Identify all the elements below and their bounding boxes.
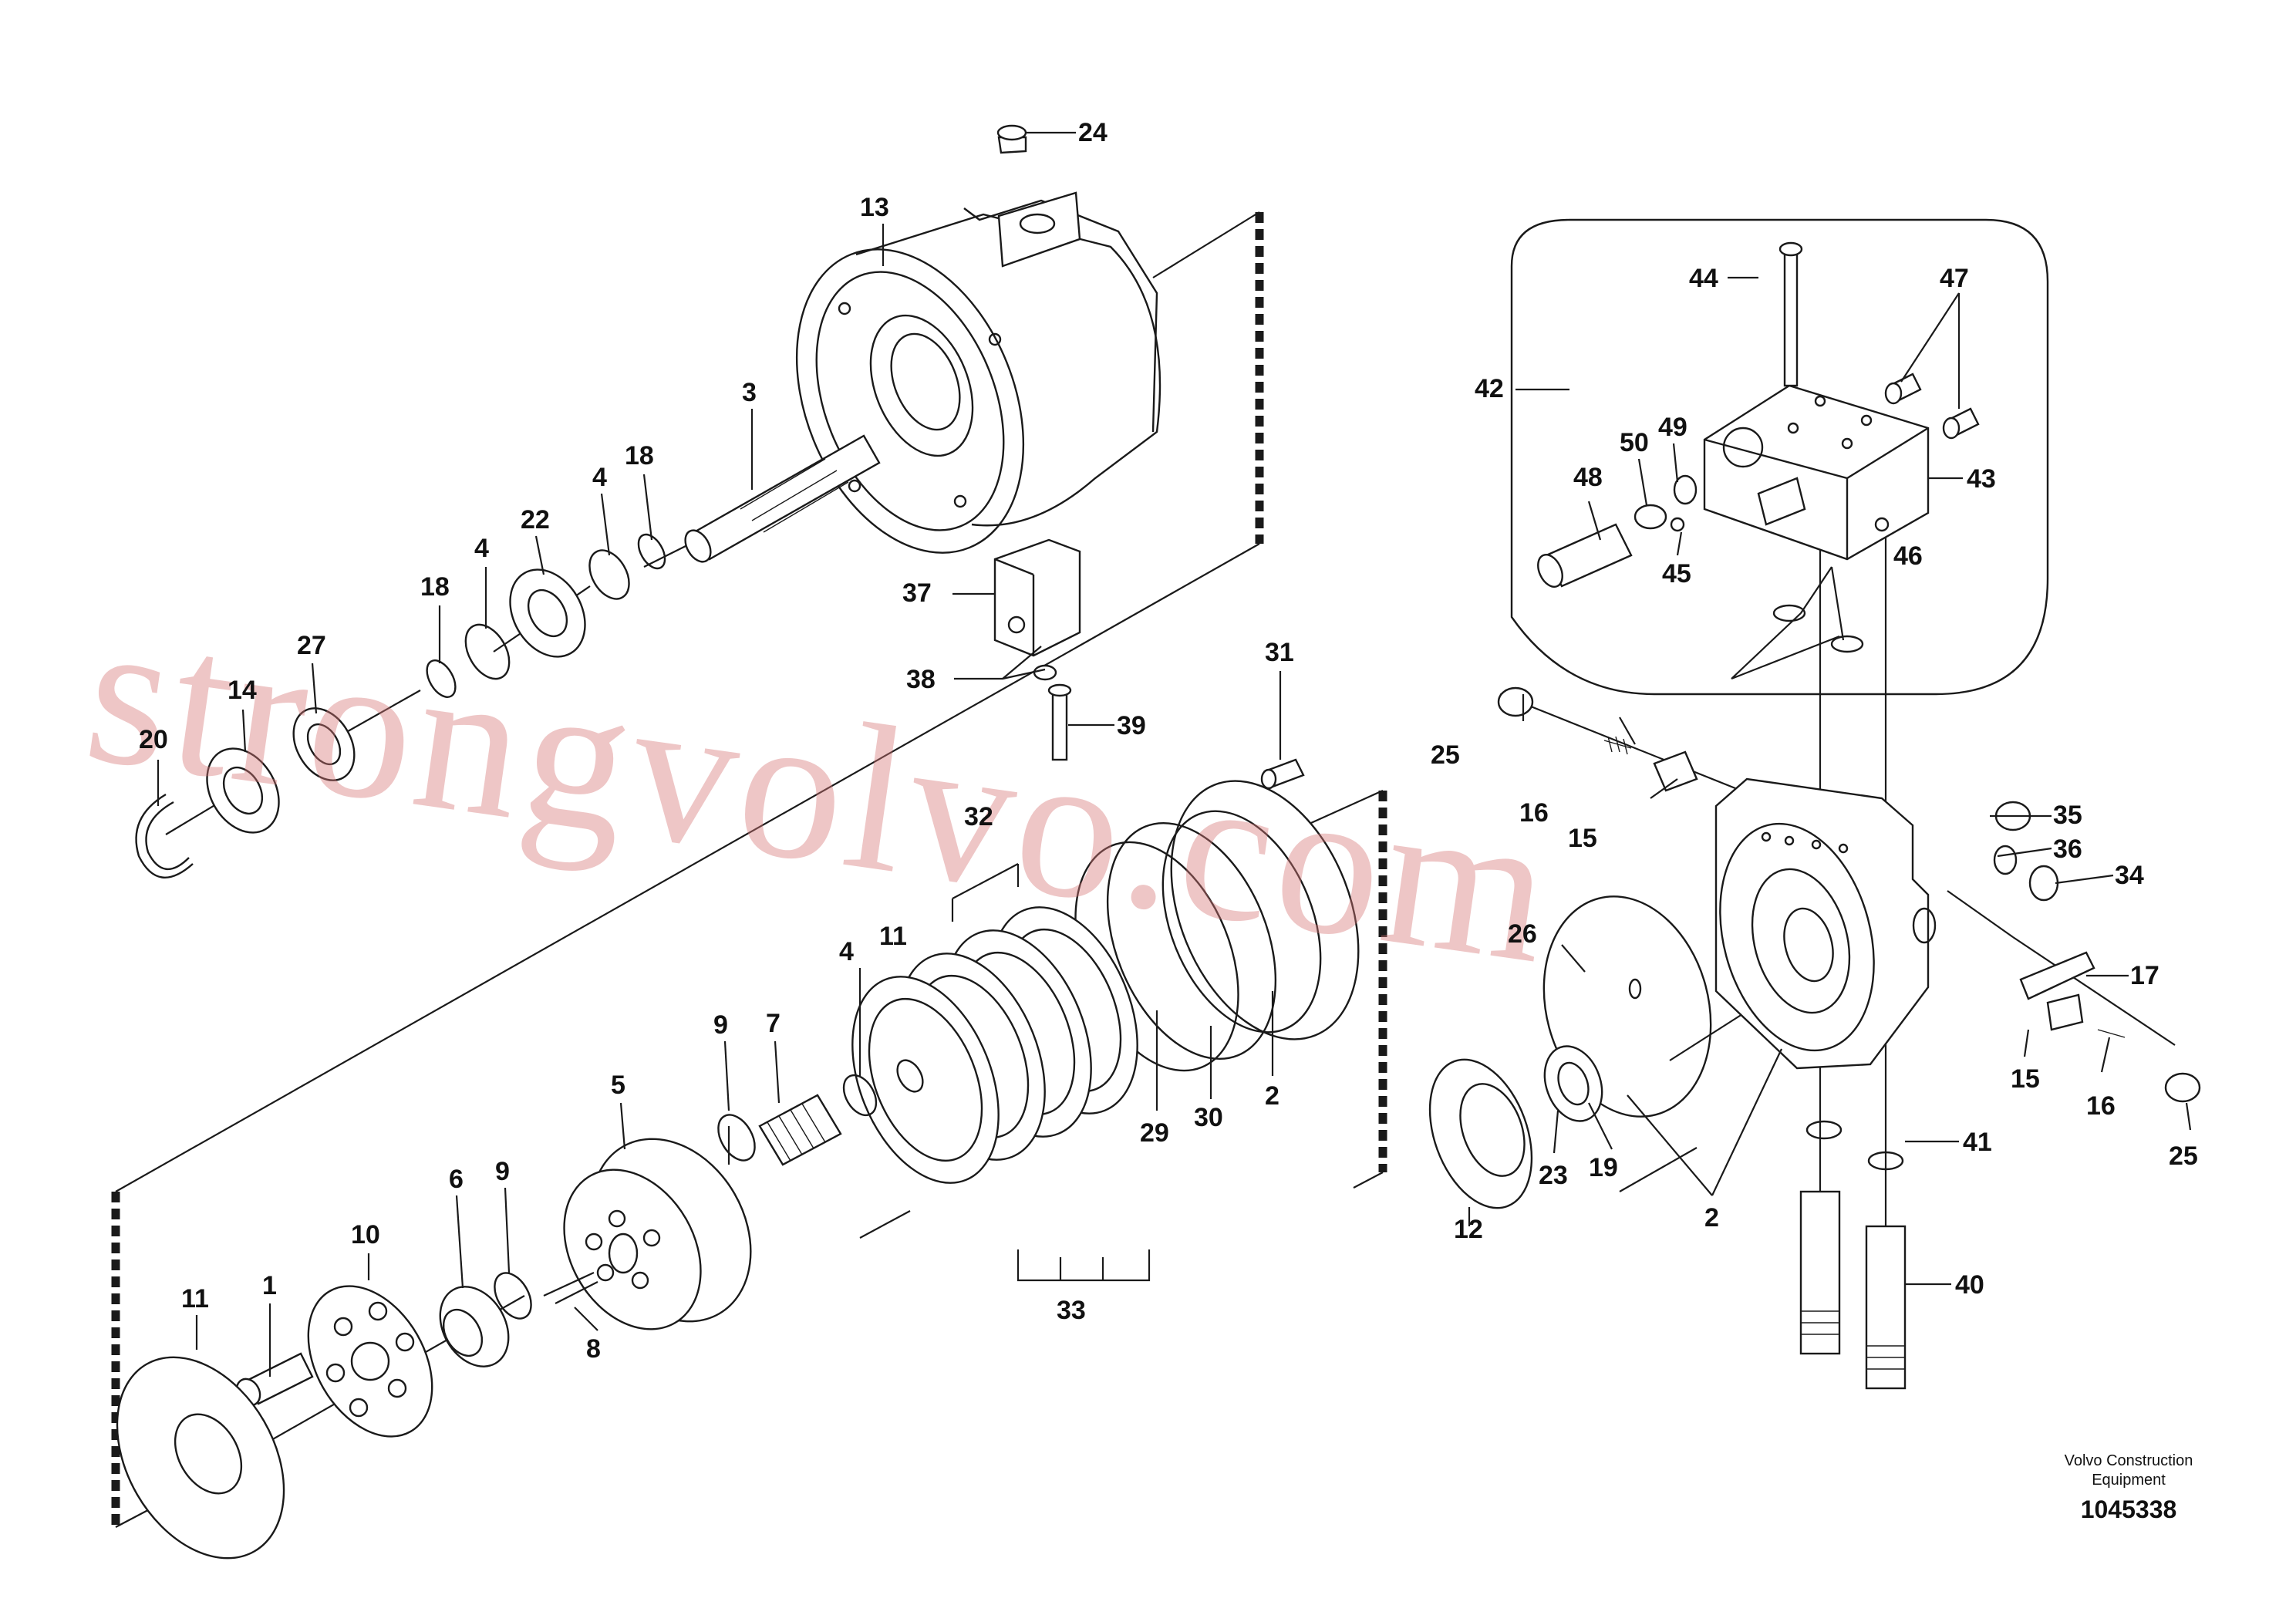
label-32: 32 xyxy=(964,802,993,831)
shaft-3 xyxy=(684,434,881,563)
label-15: 15 xyxy=(2011,1064,2040,1094)
label-37: 37 xyxy=(902,578,932,608)
label-7: 7 xyxy=(766,1009,781,1038)
label-20: 20 xyxy=(139,725,168,754)
label-8: 8 xyxy=(586,1334,601,1364)
label-48: 48 xyxy=(1573,463,1603,492)
label-46: 46 xyxy=(1893,541,1923,571)
label-16: 16 xyxy=(2086,1091,2116,1121)
label-2: 2 xyxy=(1704,1203,1719,1233)
credit-line-1: Volvo Construction xyxy=(2065,1452,2193,1469)
retainer-6 xyxy=(439,1272,598,1367)
label-17: 17 xyxy=(2130,961,2159,990)
valve-plate-12 xyxy=(1428,1045,1603,1209)
label-41: 41 xyxy=(1963,1128,1992,1157)
rings-upper xyxy=(135,533,666,878)
label-18: 18 xyxy=(625,441,654,470)
motor-cover-body xyxy=(1714,777,1937,1070)
label-12: 12 xyxy=(1454,1215,1483,1244)
label-10: 10 xyxy=(351,1220,380,1249)
plugs-47 xyxy=(1884,373,1980,440)
label-23: 23 xyxy=(1539,1161,1568,1190)
part-labels: 24 13 3 4 18 22 18 4 27 14 20 37 38 39 3… xyxy=(139,118,2198,1364)
relief-valve-48 xyxy=(1537,474,1806,588)
drawing-number: 1045338 xyxy=(2081,1496,2177,1523)
label-2: 2 xyxy=(1265,1081,1279,1111)
label-1: 1 xyxy=(262,1271,277,1300)
label-11: 11 xyxy=(879,922,907,951)
label-19: 19 xyxy=(1589,1153,1618,1182)
label-9: 9 xyxy=(713,1010,728,1040)
label-16: 16 xyxy=(1519,798,1549,828)
label-33: 33 xyxy=(1057,1296,1086,1325)
brake-piston-2 xyxy=(1074,780,1360,1072)
label-27: 27 xyxy=(297,631,326,660)
label-6: 6 xyxy=(449,1165,464,1194)
label-30: 30 xyxy=(1194,1103,1223,1132)
screw-39 xyxy=(1033,664,1072,761)
label-11: 11 xyxy=(181,1284,209,1313)
orings-46 xyxy=(1772,604,1864,653)
pin-31 xyxy=(1260,758,1305,790)
friction-plates-32-33 xyxy=(851,863,1151,1282)
label-34: 34 xyxy=(2115,861,2144,890)
label-15: 15 xyxy=(1568,824,1597,853)
label-25: 25 xyxy=(2169,1141,2198,1171)
label-29: 29 xyxy=(1140,1118,1169,1148)
label-49: 49 xyxy=(1658,413,1687,442)
label-4: 4 xyxy=(474,534,489,563)
title-block: Volvo Construction Equipment 1045338 xyxy=(2065,1452,2193,1523)
label-39: 39 xyxy=(1117,711,1146,740)
label-4: 4 xyxy=(592,463,607,492)
leader-lines xyxy=(157,131,2192,1377)
label-44: 44 xyxy=(1689,264,1718,293)
label-4: 4 xyxy=(839,937,854,966)
label-35: 35 xyxy=(2053,801,2082,830)
label-26: 26 xyxy=(1508,919,1537,949)
label-47: 47 xyxy=(1940,264,1969,293)
label-25: 25 xyxy=(1431,740,1460,770)
shoe-plate-10 xyxy=(235,1285,433,1438)
label-5: 5 xyxy=(611,1071,625,1100)
spring-7 xyxy=(717,1059,924,1166)
label-13: 13 xyxy=(860,193,889,222)
detail-box-42 xyxy=(1510,218,2049,696)
o-ring-26 xyxy=(1542,895,1712,1118)
label-18: 18 xyxy=(420,572,450,602)
label-50: 50 xyxy=(1620,428,1649,457)
check-valves-right xyxy=(1497,686,2201,1103)
label-45: 45 xyxy=(1662,559,1691,588)
label-31: 31 xyxy=(1265,638,1294,667)
label-22: 22 xyxy=(521,505,550,534)
label-9: 9 xyxy=(495,1157,510,1186)
label-38: 38 xyxy=(906,665,936,694)
label-42: 42 xyxy=(1475,374,1504,403)
label-36: 36 xyxy=(2053,835,2082,864)
valve-block-43 xyxy=(1703,384,1930,561)
label-24: 24 xyxy=(1078,118,1108,147)
motor-housing-13 xyxy=(795,191,1161,554)
label-3: 3 xyxy=(742,378,757,407)
label-14: 14 xyxy=(228,676,257,705)
label-43: 43 xyxy=(1967,464,1996,494)
credit-line-2: Equipment xyxy=(2092,1472,2166,1489)
label-40: 40 xyxy=(1955,1270,1984,1300)
thrust-plate-11 xyxy=(116,1356,285,1560)
cylinder-block-5 xyxy=(563,1138,752,1330)
plug-24 xyxy=(996,124,1027,154)
spool-assembly-40 xyxy=(1799,1120,1907,1390)
valve-block-37 xyxy=(993,538,1081,657)
bolt-44 xyxy=(1778,241,1803,387)
